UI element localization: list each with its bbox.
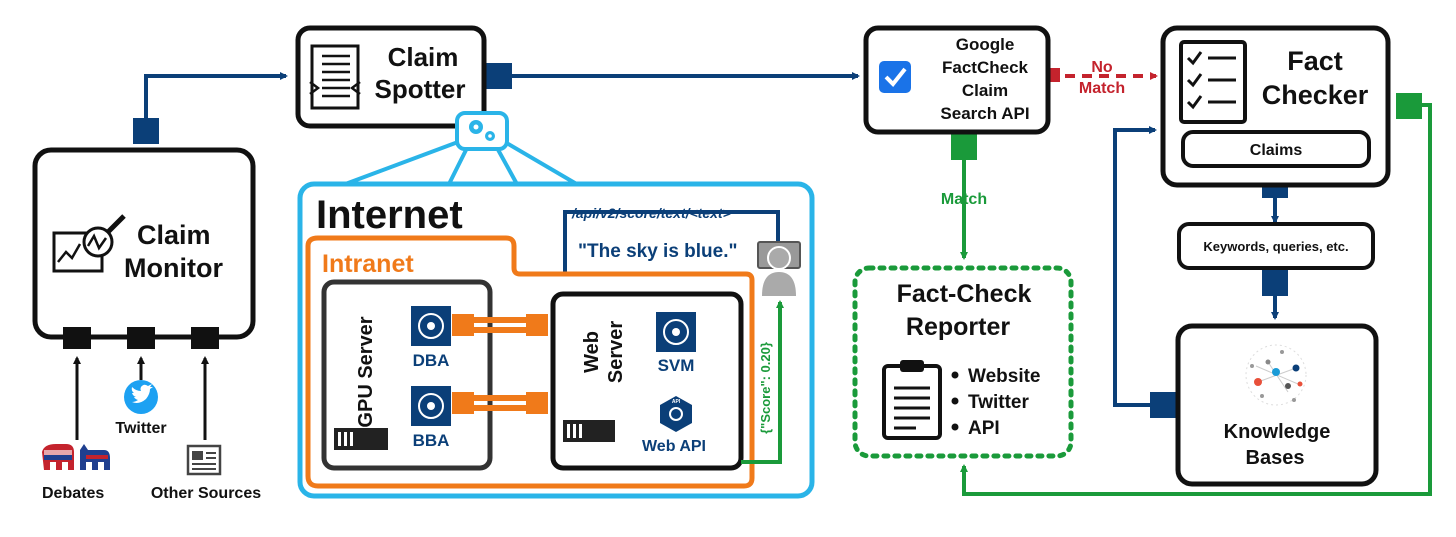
bba-model-icon xyxy=(411,386,451,426)
web-server-box: Web Server SVM API Web API xyxy=(550,291,744,471)
fact-check-reporter-box: Fact-Check Reporter Website Twitter API xyxy=(852,265,1074,459)
knowledge-network-icon xyxy=(1245,344,1307,406)
keywords-label: Keywords, queries, etc. xyxy=(1203,239,1348,254)
intranet-title: Intranet xyxy=(322,250,414,278)
kb-to-checker-connector xyxy=(1113,126,1162,407)
newspaper-icon xyxy=(186,444,222,476)
bullet-2 xyxy=(951,397,959,405)
checker-output-port xyxy=(1396,93,1422,119)
google-api-label-2: FactCheck xyxy=(942,58,1029,77)
monitor-input-port-1 xyxy=(63,327,91,349)
democrat-donkey-icon xyxy=(80,444,110,470)
gears-icon xyxy=(455,111,509,151)
gpu-server-rack-icon xyxy=(334,428,388,450)
monitor-to-spotter-connector xyxy=(144,72,288,120)
zoom-line-left xyxy=(339,140,459,188)
claims-label: Claims xyxy=(1250,142,1303,159)
match-port xyxy=(951,134,977,160)
svm-model-icon xyxy=(656,312,696,352)
twitter-source: Twitter xyxy=(115,380,167,437)
dba-model-icon xyxy=(411,306,451,346)
svm-label: SVM xyxy=(658,356,695,375)
reporter-item-api: API xyxy=(968,418,1000,439)
reporter-title-2: Reporter xyxy=(906,313,1010,341)
api-badge-text: API xyxy=(672,399,681,405)
api-request-connector xyxy=(561,210,780,286)
match-label: Match xyxy=(941,191,987,208)
user-icon xyxy=(757,241,801,296)
dba-label: DBA xyxy=(413,351,450,370)
checkbox-icon xyxy=(879,61,911,93)
other-sources-source: Other Sources xyxy=(151,444,261,502)
claim-monitor-title-2: Monitor xyxy=(124,253,223,283)
checker-to-reporter-connector xyxy=(960,103,1432,496)
gpu-web-link-2 xyxy=(452,392,548,414)
no-match-label-1: No xyxy=(1091,59,1113,76)
document-list-icon xyxy=(309,44,361,110)
example-claim-text: "The sky is blue." xyxy=(578,241,738,262)
web-server-label-1: Web xyxy=(581,331,603,373)
google-factcheck-api-box: Google FactCheck Claim Search API xyxy=(863,25,1051,135)
monitor-analytics-icon xyxy=(52,214,126,273)
gpu-web-link-1 xyxy=(452,314,548,336)
claim-monitor-title-1: Claim xyxy=(137,220,211,250)
zoom-line-right xyxy=(503,140,582,188)
no-match-label-2: Match xyxy=(1079,80,1125,97)
web-server-label-2: Server xyxy=(605,321,627,383)
knowledge-bases-box: Knowledge Bases xyxy=(1175,323,1379,487)
claim-spotter-title-2: Spotter xyxy=(375,74,466,104)
debates-source: Debates xyxy=(42,444,110,502)
monitor-input-port-3 xyxy=(191,327,219,349)
fact-checker-title-1: Fact xyxy=(1287,46,1343,76)
gpu-server-box: GPU Server DBA BBA xyxy=(321,279,493,471)
claims-box xyxy=(1181,130,1371,168)
other-sources-label: Other Sources xyxy=(151,485,261,502)
google-api-label-1: Google xyxy=(956,35,1015,54)
monitor-input-port-2 xyxy=(127,327,155,349)
google-api-label-3: Claim xyxy=(962,81,1008,100)
knowledge-bases-title-1: Knowledge xyxy=(1224,421,1331,443)
zoom-line-mid-right xyxy=(494,145,520,187)
keywords-output-port xyxy=(1262,270,1288,296)
gpu-server-label: GPU Server xyxy=(355,316,377,427)
keywords-box: Keywords, queries, etc. xyxy=(1177,222,1375,270)
zoom-line-mid-left xyxy=(446,145,470,187)
reporter-item-twitter: Twitter xyxy=(968,392,1029,413)
reporter-item-website: Website xyxy=(968,366,1041,387)
twitter-label: Twitter xyxy=(115,420,166,437)
google-api-label-4: Search API xyxy=(940,104,1029,123)
knowledge-bases-title-2: Bases xyxy=(1246,447,1305,469)
internet-title: Internet xyxy=(316,193,463,237)
bullet-1 xyxy=(951,371,959,379)
claim-monitor-box: Claim Monitor xyxy=(32,147,256,349)
checklist-icon xyxy=(1179,40,1247,124)
kb-output-port xyxy=(1150,392,1176,418)
score-response-label: {"Score": 0.20} xyxy=(758,342,773,434)
web-server-rack-icon xyxy=(563,420,615,442)
republican-elephant-icon xyxy=(42,444,74,470)
bba-label: BBA xyxy=(413,431,450,450)
bullet-3 xyxy=(951,423,959,431)
debates-label: Debates xyxy=(42,485,104,502)
monitor-output-port xyxy=(133,118,159,144)
fact-checker-box: Fact Checker Claims xyxy=(1160,25,1391,188)
fact-checker-title-2: Checker xyxy=(1262,80,1369,110)
claim-spotter-title-1: Claim xyxy=(388,42,459,72)
spotter-output-port xyxy=(486,63,512,89)
web-api-icon: API xyxy=(660,396,692,432)
api-path-label: /api/v2/score/text/<text> xyxy=(571,205,731,221)
clipboard-icon xyxy=(882,360,942,440)
claim-spotter-box: Claim Spotter xyxy=(295,25,487,129)
score-response-connector xyxy=(741,300,784,464)
reporter-title-1: Fact-Check xyxy=(897,280,1032,308)
web-api-label: Web API xyxy=(642,438,706,455)
